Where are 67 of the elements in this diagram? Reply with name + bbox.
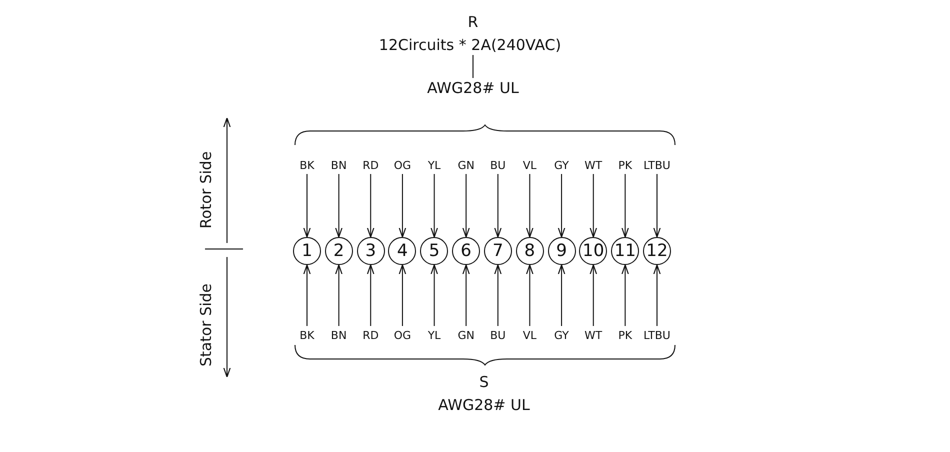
arrow [622, 174, 629, 238]
wire-color-label: YL [418, 328, 450, 342]
arrow [366, 174, 374, 238]
circuit-circle: 8 [516, 237, 544, 265]
circuit-circle: 5 [420, 237, 448, 265]
circuit-circle: 10 [579, 237, 608, 265]
wire-color-label: LTBU [641, 328, 673, 342]
side-label: Stator Side [197, 283, 215, 367]
wire-color-label: GY [546, 158, 578, 172]
side-label: Rotor Side [197, 151, 215, 229]
circuit-circle: 6 [452, 237, 480, 265]
arrow [303, 174, 311, 238]
wire-color-label: VL [514, 158, 546, 172]
arrow [335, 174, 342, 238]
circuit-circle: 4 [388, 237, 416, 265]
wire-color-label: YL [418, 158, 450, 172]
arrow [398, 264, 406, 326]
arrow [653, 174, 661, 238]
wire-color-label: RD [354, 158, 387, 172]
wire-color-label: RD [354, 328, 387, 342]
arrow [590, 174, 598, 238]
arrow [366, 264, 374, 326]
circuit-circle: 12 [643, 237, 671, 265]
arrow [494, 264, 502, 326]
wire-spec-text: AWG28# UL [438, 396, 530, 414]
arrow [462, 174, 470, 238]
wire-color-label: BK [291, 158, 323, 172]
arrow [303, 264, 311, 326]
arrow [558, 264, 566, 326]
wire-color-label: BU [482, 158, 514, 172]
wire-color-label: BK [291, 328, 323, 342]
arrow [430, 264, 438, 326]
wire-color-label: PK [609, 158, 642, 172]
circuit-label: R [468, 13, 478, 31]
wire-color-label: GY [546, 328, 578, 342]
arrow [398, 174, 406, 238]
arrow [526, 264, 534, 326]
wire-spec-text: AWG28# UL [427, 79, 519, 97]
arrow [335, 264, 342, 326]
arrow [494, 174, 502, 238]
circuit-circle: 2 [324, 237, 353, 265]
arrow [622, 264, 629, 326]
circuit-circle: 1 [293, 237, 321, 265]
wire-color-label: VL [514, 328, 546, 342]
circuit-circle: 11 [611, 237, 640, 265]
wire-color-label: GN [450, 328, 482, 342]
circuit-label: S [479, 373, 489, 391]
wire-color-label: LTBU [641, 158, 673, 172]
arrow [558, 174, 566, 238]
wire-color-label: BU [482, 328, 514, 342]
arrow [590, 264, 598, 326]
wire-color-label: OG [386, 328, 418, 342]
circuit-circle: 9 [548, 237, 576, 265]
circuit-circle: 7 [484, 237, 512, 265]
wire-color-label: GN [450, 158, 482, 172]
wire-color-label: WT [577, 328, 610, 342]
arrow [430, 174, 438, 238]
arrow [653, 264, 661, 326]
arrow [526, 174, 534, 238]
arrow [462, 264, 470, 326]
wire-color-label: WT [577, 158, 610, 172]
wire-color-label: OG [386, 158, 418, 172]
wire-color-label: BN [322, 158, 355, 172]
wire-color-label: BN [322, 328, 355, 342]
circuit-circle: 3 [356, 237, 385, 265]
wire-color-label: PK [609, 328, 642, 342]
rating-text: 12Circuits * 2A(240VAC) [378, 36, 562, 54]
